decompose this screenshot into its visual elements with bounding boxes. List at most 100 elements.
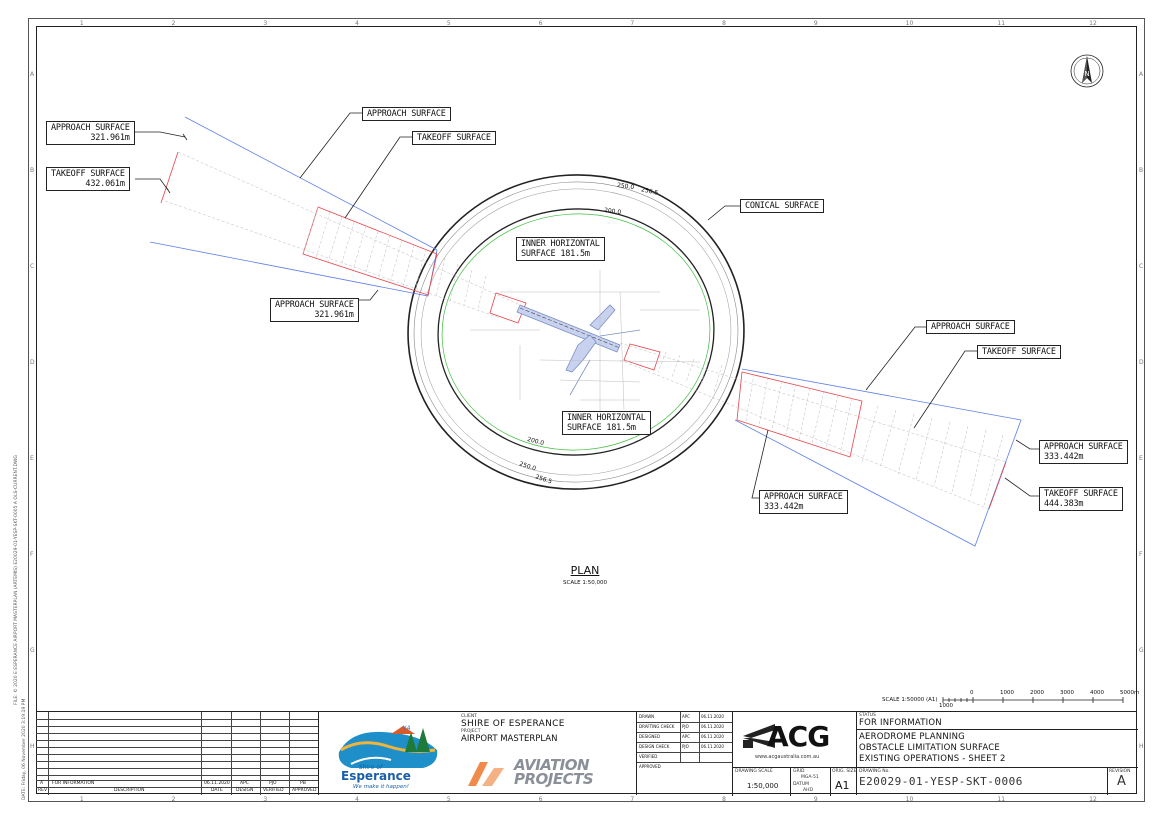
check-label: VERIFIED — [639, 754, 658, 759]
approach-surface-se — [734, 368, 1022, 547]
rev-header-rev: REV — [38, 788, 48, 793]
plot-date-text: DATE: Friday, 06 November 2020 3:19:19 P… — [22, 698, 27, 800]
label-title: TAKEOFF SURFACE — [1044, 489, 1118, 499]
label-title: TAKEOFF SURFACE — [417, 133, 491, 143]
label-approach-surface-nw-inner: APPROACH SURFACE 321.961m — [270, 298, 359, 322]
check-date: 06.11.2020 — [701, 744, 724, 749]
check-row: APPROVED — [637, 762, 733, 795]
acg-logo: ACG www.acgaustralia.com.au — [732, 712, 837, 767]
label-value: 333.442m — [1044, 452, 1084, 462]
grid-row-ref: B — [30, 167, 35, 174]
label-value: 321.961m — [90, 133, 130, 143]
title-block: A FOR INFORMATION 06.11.2020 APC PJO PB … — [36, 711, 1138, 796]
rev-description: FOR INFORMATION — [52, 781, 95, 786]
grid-label: GRID — [793, 769, 805, 774]
label-value: SURFACE 181.5m — [567, 423, 636, 433]
label-title: TAKEOFF SURFACE — [51, 169, 125, 179]
client-label: CLIENT — [461, 714, 477, 719]
logo-shire-text: Shire of — [359, 764, 383, 771]
svg-text:N: N — [1084, 70, 1089, 78]
grid-col-ref: 8 — [722, 796, 726, 803]
approach-nw-hatching — [164, 151, 521, 319]
grid-col-ref: 4 — [355, 796, 359, 803]
status-value: FOR INFORMATION — [859, 718, 942, 728]
label-takeoff-surface-nw-top: TAKEOFF SURFACE — [412, 131, 496, 145]
datum-value: AHD — [803, 788, 813, 793]
title-line-2: OBSTACLE LIMITATION SURFACE — [859, 743, 1000, 753]
grid-col-ref: 2 — [171, 20, 176, 27]
check-initials: APC — [682, 734, 690, 739]
scale-bar-tick-label: 0 — [970, 690, 974, 696]
approach-se-hatching — [619, 342, 1007, 510]
status-label: STATUS — [859, 713, 876, 718]
check-initials: APC — [682, 714, 690, 719]
drawing-number: E20029-01-YESP-SKT-0006 — [859, 775, 1023, 788]
scale-bar-tick-label: 2000 — [1030, 690, 1044, 696]
grid-col-ref: 11 — [997, 796, 1006, 803]
rev-header-verified: VERIFIED — [263, 788, 284, 793]
grid-col-ref: 9 — [813, 796, 818, 803]
rev-approved: PB — [300, 781, 306, 786]
check-label: DESIGNED — [639, 734, 661, 739]
grid-col-ref: 12 — [1089, 20, 1097, 27]
grid-row-ref: A — [1139, 71, 1144, 78]
scale-bar-tick-label: 5000m — [1120, 690, 1140, 696]
local-roads — [470, 270, 701, 420]
svg-text:Y4: Y4 — [402, 725, 411, 732]
title-line-1: AERODROME PLANNING — [859, 732, 965, 742]
outer-frame — [28, 18, 1145, 802]
acg-url: www.acgaustralia.com.au — [755, 754, 820, 760]
check-label: APPROVED — [639, 764, 661, 769]
drawing-scale-value: 1:50,000 — [747, 782, 779, 790]
label-takeoff-surface-se-outer: TAKEOFF SURFACE 444.383m — [1039, 487, 1123, 511]
leader-lines — [135, 112, 1041, 499]
aerodrome-features — [516, 304, 641, 396]
rev-date: 06.11.2020 — [204, 781, 230, 786]
check-date: 06.11.2020 — [701, 724, 724, 729]
label-title: APPROACH SURFACE — [275, 300, 354, 310]
label-title: APPROACH SURFACE — [931, 322, 1010, 332]
grid-col-ref: 1 — [79, 20, 84, 27]
title-line-3: EXISTING OPERATIONS - SHEET 2 — [859, 754, 1006, 764]
grid-row-ref: E — [30, 455, 34, 462]
grid-row-ref: H — [30, 743, 35, 750]
logo-tagline: We make it happen! — [353, 784, 409, 790]
grid-col-ref: 12 — [1089, 796, 1097, 803]
check-row: VERIFIED — [637, 752, 733, 763]
grid-value: MGA-51 — [801, 775, 819, 780]
shire-of-esperance-logo: Y4 Shire of Esperance We make it happen! — [331, 720, 446, 792]
aviation-text: AVIATION — [514, 756, 590, 774]
label-inner-horizontal-top: INNER HORIZONTAL SURFACE 181.5m — [516, 237, 605, 261]
scale-bar-tick-label: 1000 — [1000, 690, 1014, 696]
grid-col-ref: 7 — [630, 796, 635, 803]
grid-row-ref: G — [30, 647, 35, 654]
check-label: DESIGN CHECK — [639, 744, 670, 749]
label-title: APPROACH SURFACE — [764, 492, 843, 502]
conical-surface-rings — [407, 174, 745, 490]
grid-col-ref: 2 — [171, 796, 176, 803]
label-title: INNER HORIZONTAL — [521, 239, 600, 249]
grid-col-ref: 3 — [263, 20, 268, 27]
label-value: 333.442m — [764, 502, 804, 512]
rev-header-description: DESCRIPTION — [114, 788, 145, 793]
label-value: 432.061m — [85, 179, 125, 189]
client-block: CLIENT SHIRE OF ESPERANCE PROJECT AIRPOR… — [461, 714, 565, 744]
grid-row-ref: F — [30, 551, 34, 558]
logo-esperance-text: Esperance — [341, 769, 411, 783]
client-name: SHIRE OF ESPERANCE — [461, 719, 565, 729]
scale-bar-label: SCALE 1:50000 (A1) — [882, 697, 938, 703]
takeoff-surface-se — [623, 343, 1007, 510]
label-title: APPROACH SURFACE — [51, 123, 130, 133]
drawing-no-label: DRAWING No. — [859, 769, 890, 774]
label-approach-surface-se-top: APPROACH SURFACE — [926, 320, 1015, 334]
grid-col-ref: 6 — [538, 20, 543, 27]
north-arrow-icon: N — [1070, 54, 1104, 88]
projects-text: PROJECTS — [514, 770, 594, 788]
label-approach-surface-se-inner: APPROACH SURFACE 333.442m — [759, 490, 848, 514]
check-date: 06.11.2020 — [701, 734, 724, 739]
